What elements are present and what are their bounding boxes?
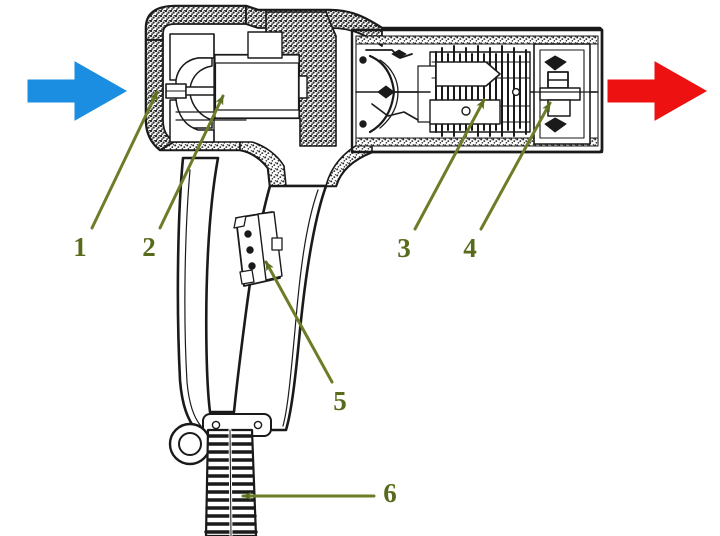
cool-air-inlet-arrow	[27, 61, 128, 121]
switch-tab-top	[233, 215, 247, 229]
strut-rivet-b	[359, 120, 367, 128]
callout-1-leader	[90, 90, 159, 230]
hanging-ring-inner	[178, 432, 202, 456]
motor-body	[213, 53, 301, 120]
coil-terminal-left	[461, 106, 471, 116]
callout-4-label: 4	[463, 233, 477, 263]
callout-2-label: 2	[142, 232, 156, 262]
hanging-ring	[168, 422, 212, 466]
cord-sleeve-centerline	[229, 429, 232, 536]
callout-5-leader	[264, 260, 334, 384]
coil-terminal-right	[511, 87, 521, 97]
callout-1-label: 1	[73, 232, 87, 262]
barrel-top-skin	[355, 35, 599, 45]
motor-end-cap-bottom	[214, 109, 300, 119]
cutoff-contact-top	[544, 55, 567, 71]
callout-numbers: 1 2 3 4 5 6	[73, 232, 477, 508]
handle-inner-left-line	[184, 169, 202, 427]
callout-3-leader	[413, 98, 486, 231]
switch-detent-1	[244, 230, 252, 238]
barrel-outer-wall	[350, 28, 604, 154]
switch-slider-knob	[271, 237, 283, 251]
callout-layer	[90, 90, 552, 501]
callout-4-leader	[479, 101, 552, 231]
base-plate-screw-left	[211, 420, 221, 430]
strut-node-mid	[377, 85, 395, 99]
housing-wall-handle-shoulder	[239, 141, 287, 187]
base-plate-screw-right	[253, 420, 263, 430]
dryer-handle	[176, 156, 328, 432]
barrel-wiring-struts	[359, 49, 431, 134]
hot-air-outlet-arrow-shape	[607, 61, 708, 121]
motor-block	[213, 31, 308, 120]
callout-2-leader	[158, 94, 225, 230]
heating-element-coils	[417, 45, 531, 137]
power-cord-strain-relief	[204, 428, 258, 536]
strut-lower	[371, 103, 419, 121]
callout-6-label: 6	[383, 478, 397, 508]
handle-inner-right-line	[282, 189, 319, 427]
fan-blade-upper	[175, 57, 213, 89]
switch-tab-bottom	[239, 269, 255, 285]
strut-node-top	[391, 49, 407, 59]
hot-air-outlet-arrow	[607, 61, 708, 121]
strut-rivet-a	[359, 56, 367, 64]
housing-wall-top-left	[145, 5, 247, 41]
cutoff-contact-bottom	[544, 117, 567, 133]
switch-actuator	[257, 211, 283, 281]
callout-3-label: 3	[397, 233, 411, 263]
cool-air-inlet-arrow-shape	[27, 61, 128, 121]
motor-rear-boss	[298, 75, 308, 99]
handle-outline	[176, 156, 328, 432]
motor-top-bracket	[247, 31, 283, 59]
callout-5-label: 5	[333, 386, 347, 416]
thermal-cutoff-assembly	[533, 43, 597, 145]
switch-detent-2	[246, 246, 254, 254]
switch-detent-3	[248, 262, 256, 270]
coil-core-taper	[435, 61, 501, 87]
cutoff-mount-plate	[539, 87, 581, 101]
